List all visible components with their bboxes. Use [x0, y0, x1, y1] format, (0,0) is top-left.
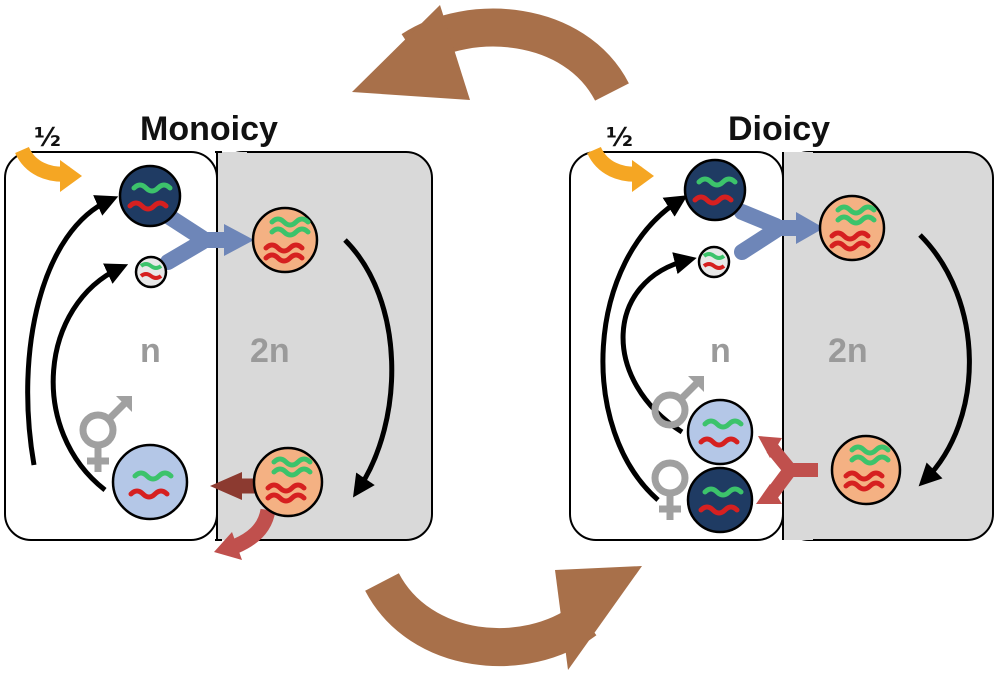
monoicy-panel: Monoicy n 2n ½ [4, 110, 433, 560]
diploid-cycle-arrow [343, 238, 395, 498]
zygote-top [251, 206, 319, 274]
dioicy-panel: Dioicy n 2n ½ [569, 110, 994, 541]
clonal-arrow-icon [15, 146, 82, 192]
transition-arrow-top [352, 5, 629, 102]
gamete-large [118, 164, 182, 228]
clonal-arrow-icon [587, 146, 654, 192]
dioicy-diploid-label: 2n [828, 332, 868, 370]
clonal-cycle-arrow [25, 195, 119, 466]
sporophyte-bottom [830, 434, 902, 506]
transition-arrow-bottom [365, 566, 642, 670]
monoicy-haploid-label: n [140, 332, 161, 370]
gametophyte-male [686, 398, 754, 466]
clonal-cycle-arrow [600, 195, 688, 502]
fusion-arrow-icon [160, 208, 254, 270]
gamete-large [683, 158, 747, 222]
gametophyte-bisexual [111, 443, 189, 521]
monoicy-fraction-label: ½ [34, 123, 61, 153]
spore-cycle-arrow [50, 263, 129, 492]
gamete-small [697, 245, 731, 279]
fusion-arrow-icon [734, 204, 824, 260]
zygote-top [818, 194, 886, 262]
dioicy-title: Dioicy [728, 110, 830, 148]
dioicy-haploid-label: n [710, 332, 731, 370]
gamete-small [134, 255, 168, 289]
gametophyte-female [686, 466, 754, 534]
dioicy-fraction-label: ½ [606, 123, 633, 153]
diploid-cycle-arrow [918, 233, 972, 487]
meiosis-arrow-icon [756, 436, 818, 504]
sporophyte-bottom [252, 446, 324, 518]
monoicy-title: Monoicy [140, 110, 278, 148]
monoicy-diploid-label: 2n [250, 332, 290, 370]
